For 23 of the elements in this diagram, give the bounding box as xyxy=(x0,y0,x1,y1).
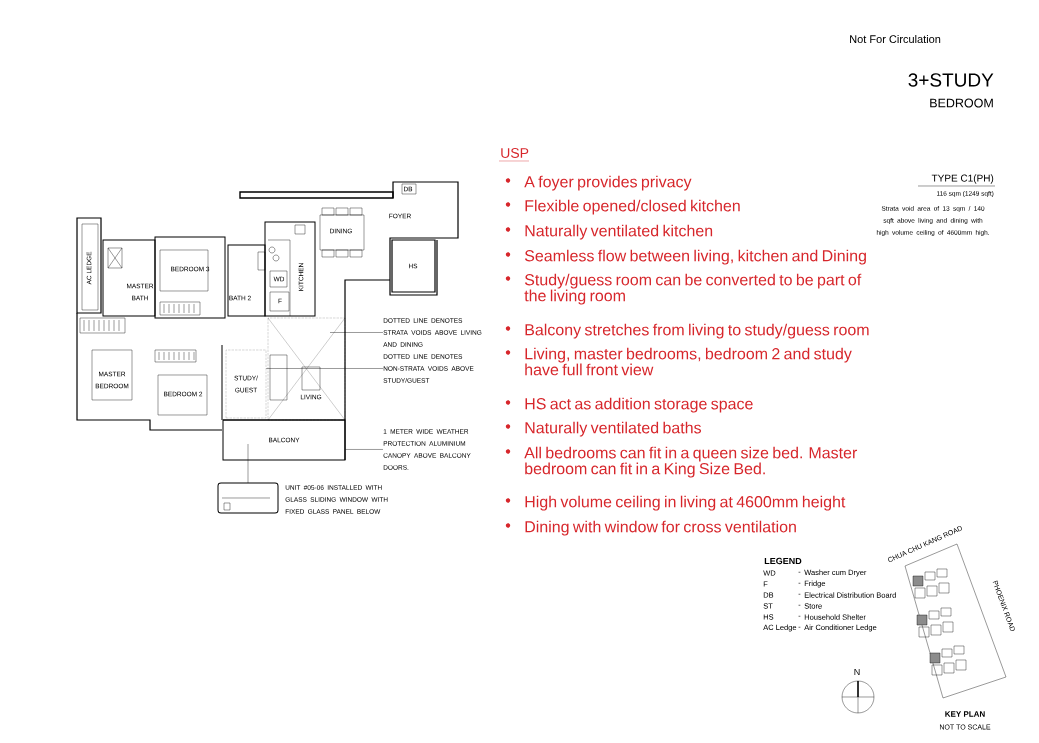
bullet-item: Seamless flow between living, kitchen and Dining xyxy=(524,249,866,265)
bullet-item: Naturally ventilated kitchen xyxy=(525,224,713,240)
usp-heading: USP xyxy=(501,148,529,158)
bullet-item: High volume ceiling in living at 4600mm height xyxy=(525,495,846,511)
unit-title: 3+STUDY xyxy=(908,73,994,87)
leader-line xyxy=(345,449,384,450)
bullet-item: HS act as addition storage space xyxy=(525,397,753,413)
unit-subtitle: BEDROOM xyxy=(930,98,993,108)
leader-line xyxy=(266,368,384,369)
unit-type: TYPE C1(PH) xyxy=(931,174,994,184)
bullet-item: Living, master bedrooms, bedroom 2 and study have full front view xyxy=(525,347,852,376)
north-label: N xyxy=(854,668,860,676)
bullet-item: Dining with window for cross ventilation xyxy=(525,520,796,536)
bullet-item: All bedrooms can fit in a queen size bed. Master bedroom can fit in a King Size Bed. xyxy=(524,446,858,478)
bullet-item: Study/guess room can be converted to be part of the living room xyxy=(524,273,862,305)
notice-text: Not For Circulation xyxy=(850,34,941,44)
bullet-item: Naturally ventilated baths xyxy=(525,421,701,437)
bullet-item: A foyer provides privacy xyxy=(524,175,692,191)
bullet-item: Balcony stretches from living to study/guess room xyxy=(525,323,869,339)
key-plan-title: KEY PLAN xyxy=(945,711,985,717)
bullet-item: Flexible opened/closed kitchen xyxy=(525,199,740,215)
leader-line xyxy=(329,332,384,333)
legend-heading: LEGEND xyxy=(764,557,802,565)
